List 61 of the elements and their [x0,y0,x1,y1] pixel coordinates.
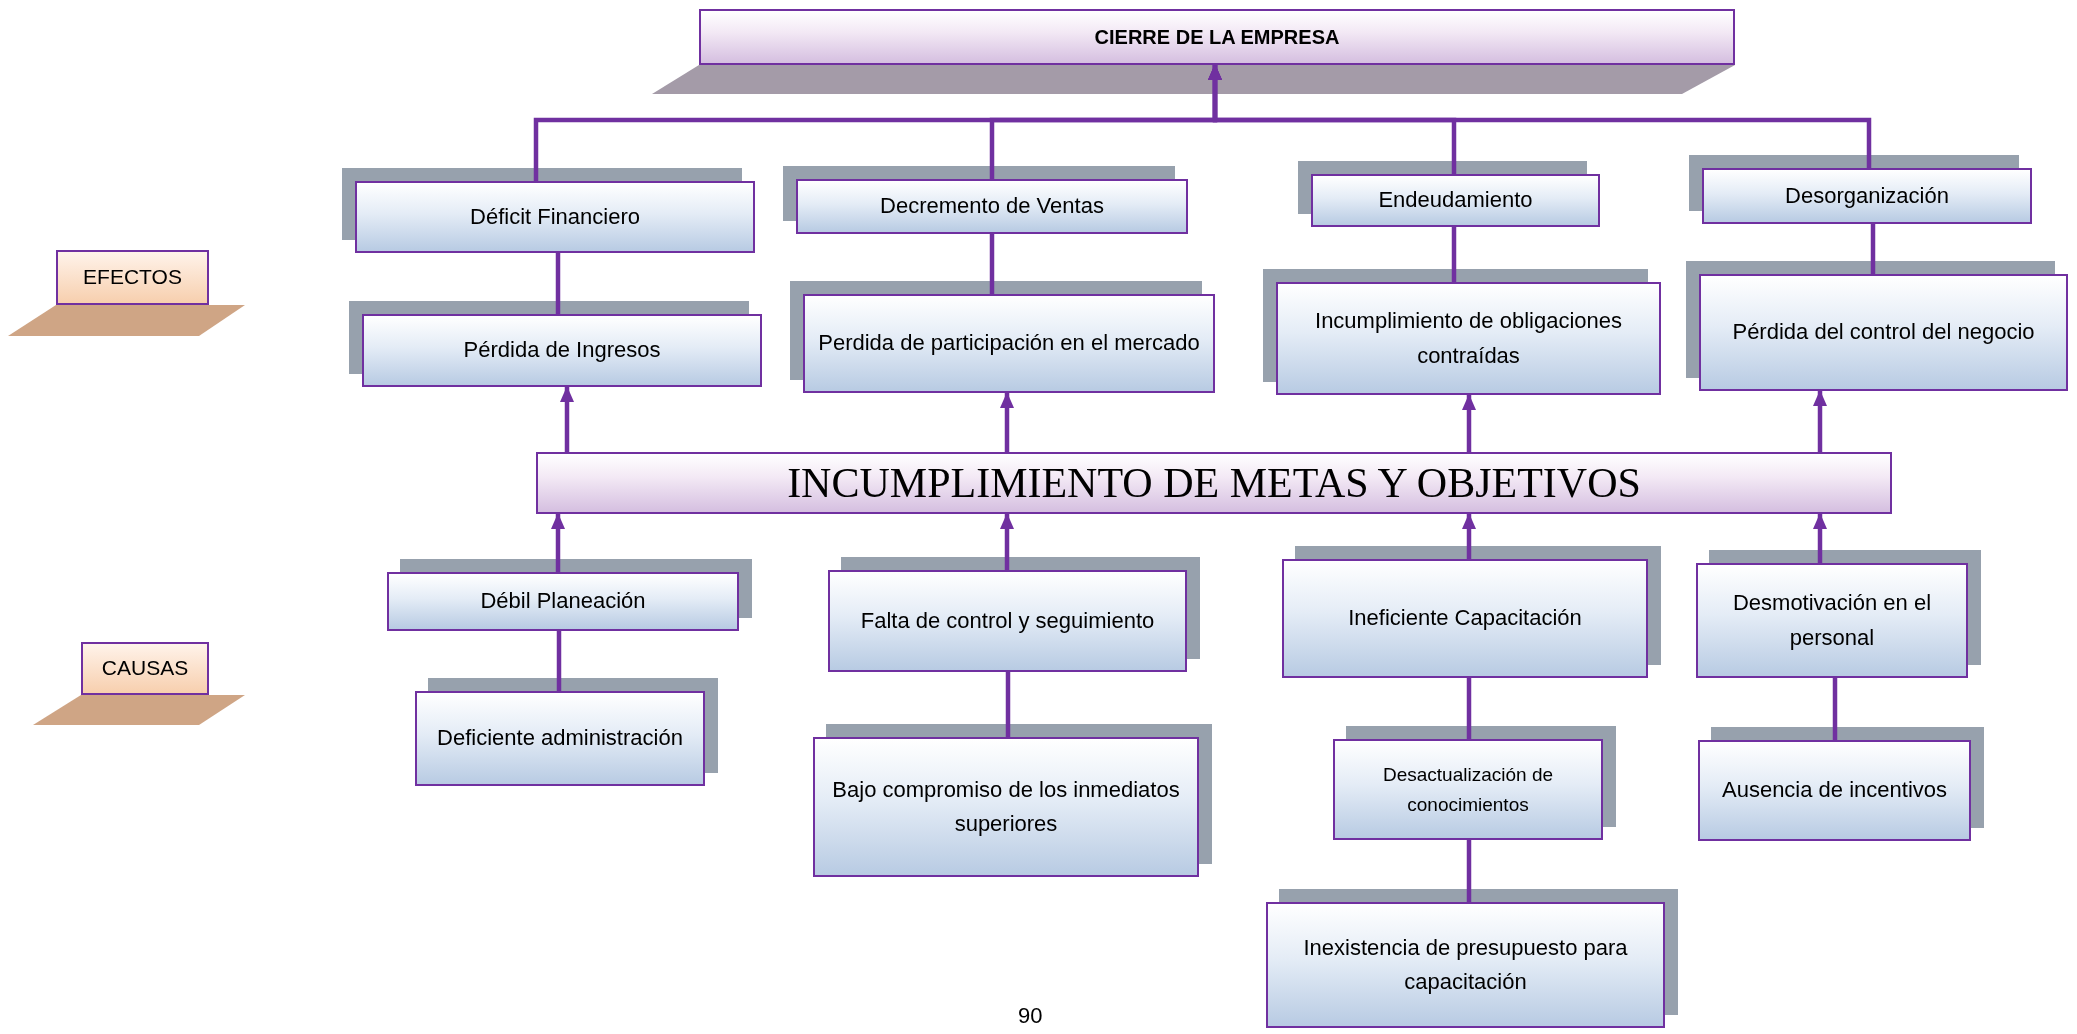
cause-box [415,691,705,786]
effect-box [362,314,762,387]
node-label: Falta de control y seguimiento [860,606,1155,635]
node-label: INCUMPLIMIENTO DE METAS Y OBJETIVOS [787,459,1641,507]
node-label: CAUSAS [101,655,189,682]
effect-box [796,179,1188,234]
arrow [1208,64,1872,168]
cause-box [828,570,1187,672]
cause-box [813,737,1199,877]
arrow [1000,392,1014,452]
node-label: Desactualización de conocimientos [1381,763,1554,817]
arrow [1462,513,1476,559]
page-number: 90 [1018,1003,1043,1029]
node-label: Ineficiente Capacitación [1348,604,1582,633]
connector-line [989,234,995,294]
node-label: Incumplimiento de obligaciones contraídas [1314,307,1623,370]
connector-line [1870,224,1876,274]
effect-box [803,294,1215,393]
category-tag [56,250,209,305]
node-label: Deficiente administración [437,724,683,753]
cause-box [1696,563,1968,678]
title-box [699,9,1735,65]
connector-line [1005,672,1011,737]
node-label: Débil Planeación [480,587,646,616]
arrow [1462,394,1476,452]
arrow [551,513,565,572]
effect-box [1311,174,1600,227]
arrow [1813,390,1827,452]
cause-box [1333,739,1603,840]
node-label: Déficit Financiero [470,202,640,231]
arrow [1000,513,1014,570]
category-tag [81,642,209,695]
cause-box [387,572,739,631]
connector-line [1832,678,1838,740]
connector-line [1466,840,1472,902]
node-label: Pérdida del control del negocio [1732,318,2035,347]
node-label: Pérdida de Ingresos [463,336,661,365]
problem-box [536,452,1892,514]
connector-line [1451,227,1457,282]
node-label: Desorganización [1785,181,1949,210]
arrow [560,386,574,452]
node-label: CIERRE DE LA EMPRESA [1094,24,1340,50]
connector-line [555,253,561,314]
effect-box [355,181,755,253]
node-label: Endeudamiento [1378,186,1533,215]
node-label: Decremento de Ventas [880,192,1104,221]
node-label: Ausencia de incentivos [1722,776,1947,805]
node-label: Bajo compromiso de los inmediatos superiores [831,775,1181,838]
node-label: Inexistencia de presupuesto para capacitación [1302,933,1629,996]
connector-line [1466,678,1472,739]
connector-line [556,631,562,691]
arrow [1813,513,1827,563]
node-label: Perdida de participación en el mercado [818,329,1200,358]
cause-box [1282,559,1648,678]
cause-box [1698,740,1971,841]
effect-box [1276,282,1661,395]
node-label: EFECTOS [83,264,182,291]
node-label: Desmotivación en el personal [1731,589,1933,652]
effect-box [1702,168,2032,224]
effect-box [1699,274,2068,391]
cause-box [1266,902,1665,1028]
